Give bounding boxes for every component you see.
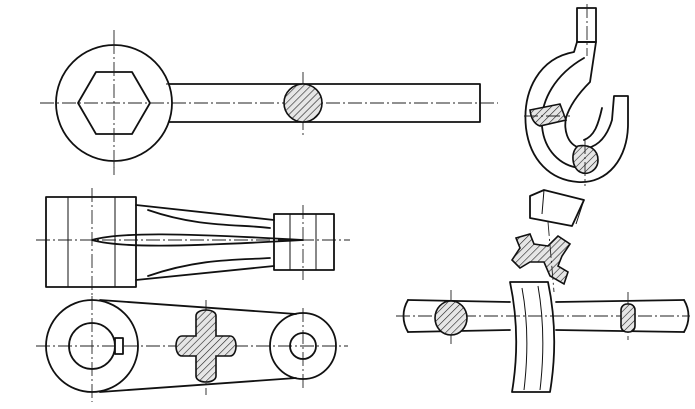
beam-section-detached bbox=[529, 189, 585, 227]
rod-small-bore bbox=[289, 332, 317, 360]
wrench-figure bbox=[40, 30, 498, 175]
hook-section-left bbox=[529, 103, 568, 127]
rod-web-top bbox=[135, 204, 275, 281]
shaft-section-left bbox=[434, 300, 468, 336]
i-beam-section bbox=[510, 233, 572, 286]
wrench-handle bbox=[165, 83, 481, 123]
curved-beam bbox=[509, 281, 556, 393]
rod-big-end-front bbox=[45, 299, 139, 393]
rod-cross-section bbox=[175, 309, 237, 383]
hook-shank bbox=[576, 7, 597, 43]
shaft-section-right bbox=[620, 303, 636, 333]
connecting-rod-figure bbox=[36, 188, 350, 402]
hook-section-bottom bbox=[572, 144, 599, 175]
curved-beam-figure bbox=[396, 189, 690, 393]
crane-hook-figure bbox=[524, 4, 629, 186]
rod-small-end-front bbox=[269, 312, 337, 380]
wrench-handle-section bbox=[283, 83, 323, 123]
rod-big-end-top bbox=[45, 196, 137, 288]
rod-web-front bbox=[99, 299, 297, 393]
